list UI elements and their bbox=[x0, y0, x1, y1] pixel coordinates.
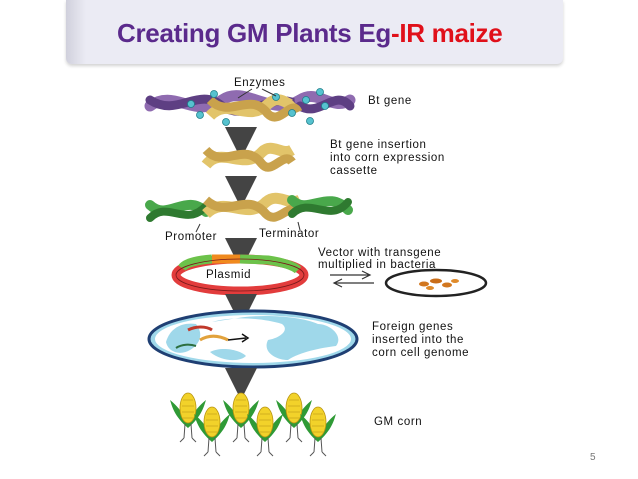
gm-corn-label: GM corn bbox=[374, 416, 422, 428]
terminator-pointer bbox=[297, 221, 301, 231]
expression-cassette bbox=[145, 192, 353, 222]
vector-label-line1: Vector with transgene bbox=[318, 247, 441, 259]
insertion-label-line1: Bt gene insertion bbox=[330, 139, 427, 151]
insertion-label-line2: into corn expression bbox=[330, 152, 445, 164]
foreign-genes-line1: Foreign genes bbox=[372, 321, 453, 333]
promoter-pointer bbox=[195, 223, 201, 233]
exchange-arrows bbox=[330, 270, 374, 288]
enzymes-label: Enzymes bbox=[234, 77, 286, 89]
bt-gene-fragment bbox=[201, 142, 296, 172]
foreign-genes-line2: inserted into the bbox=[372, 334, 464, 346]
bt-gene-dna bbox=[144, 90, 356, 122]
foreign-genes-line3: corn cell genome bbox=[372, 347, 469, 359]
vector-label-line2: multiplied in bacteria bbox=[318, 259, 436, 271]
title-banner bbox=[66, 0, 563, 64]
bt-gene-label: Bt gene bbox=[368, 95, 412, 107]
corn-cell bbox=[147, 309, 359, 369]
gm-corn-plants bbox=[169, 392, 337, 457]
enzymes-pointer bbox=[237, 88, 253, 99]
plasmid bbox=[171, 254, 309, 296]
insertion-label-line3: cassette bbox=[330, 165, 378, 177]
bacteria-dish bbox=[384, 268, 488, 298]
terminator-label: Terminator bbox=[259, 228, 319, 240]
plasmid-label: Plasmid bbox=[206, 269, 251, 281]
promoter-label: Promoter bbox=[165, 231, 217, 243]
enzyme-dots bbox=[187, 88, 329, 126]
corn-plant bbox=[169, 392, 207, 443]
slide-title: Creating GM Plants Eg-IR maize bbox=[117, 18, 503, 48]
enzymes-pointer bbox=[261, 88, 277, 97]
page-number: 5 bbox=[590, 452, 596, 463]
